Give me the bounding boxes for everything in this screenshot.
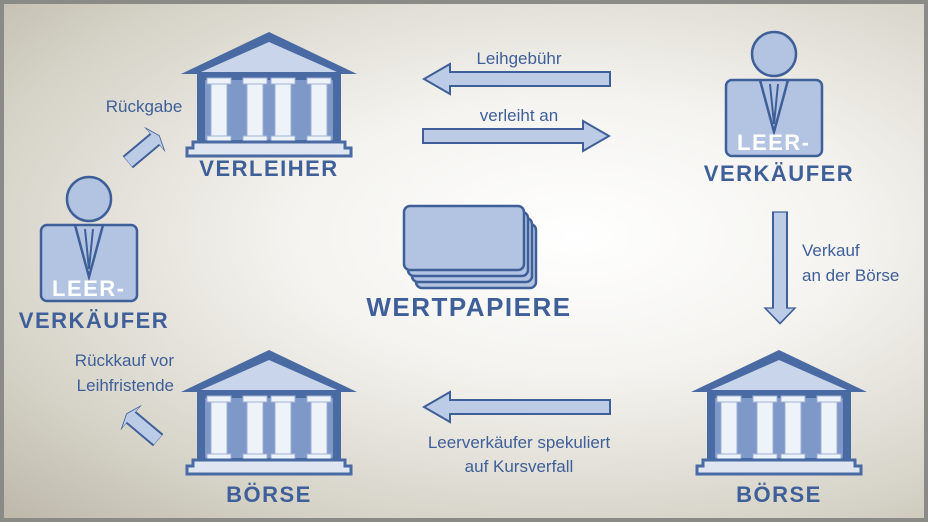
buyback-label-line2: Leihfristende: [77, 376, 174, 395]
sale-label-line1: Verkauf: [802, 241, 860, 260]
fee-label: Leihgebühr: [476, 49, 561, 68]
exchange-left-label: Börse: [226, 482, 312, 507]
speculates-label-line2: auf Kursverfall: [465, 457, 574, 476]
exchange-right-building-icon: [689, 348, 869, 476]
buyback-arrow-icon: [116, 401, 169, 453]
securities-label: Wertpapiere: [366, 292, 571, 322]
return-arrow-icon: [117, 123, 170, 175]
short-seller-right-line1: Leer-: [737, 130, 811, 155]
fee-arrow-icon: [423, 63, 611, 95]
short-selling-diagram: Verleiher Leer- Verkäufer Leer- Verkäufe…: [19, 30, 899, 507]
lends-label: verleiht an: [480, 106, 558, 125]
exchange-right-label: Börse: [736, 482, 822, 507]
lender-building-icon: [179, 30, 359, 158]
short-seller-right-line2: Verkäufer: [704, 161, 854, 186]
buyback-label-line1: Rückkauf vor: [75, 351, 175, 370]
sale-label-line2: an der Börse: [802, 266, 899, 285]
sale-arrow-icon: [764, 211, 796, 325]
return-label: Rückgabe: [106, 97, 183, 116]
lends-arrow-icon: [422, 120, 610, 152]
speculates-label-line1: Leerverkäufer spekuliert: [428, 433, 611, 452]
short-seller-left-line2: Verkäufer: [19, 308, 169, 333]
speculates-arrow-icon: [423, 391, 611, 423]
securities-cards-icon: [402, 204, 538, 290]
short-seller-left-line1: Leer-: [52, 276, 126, 301]
lender-label: Verleiher: [199, 156, 338, 181]
exchange-left-building-icon: [179, 348, 359, 476]
